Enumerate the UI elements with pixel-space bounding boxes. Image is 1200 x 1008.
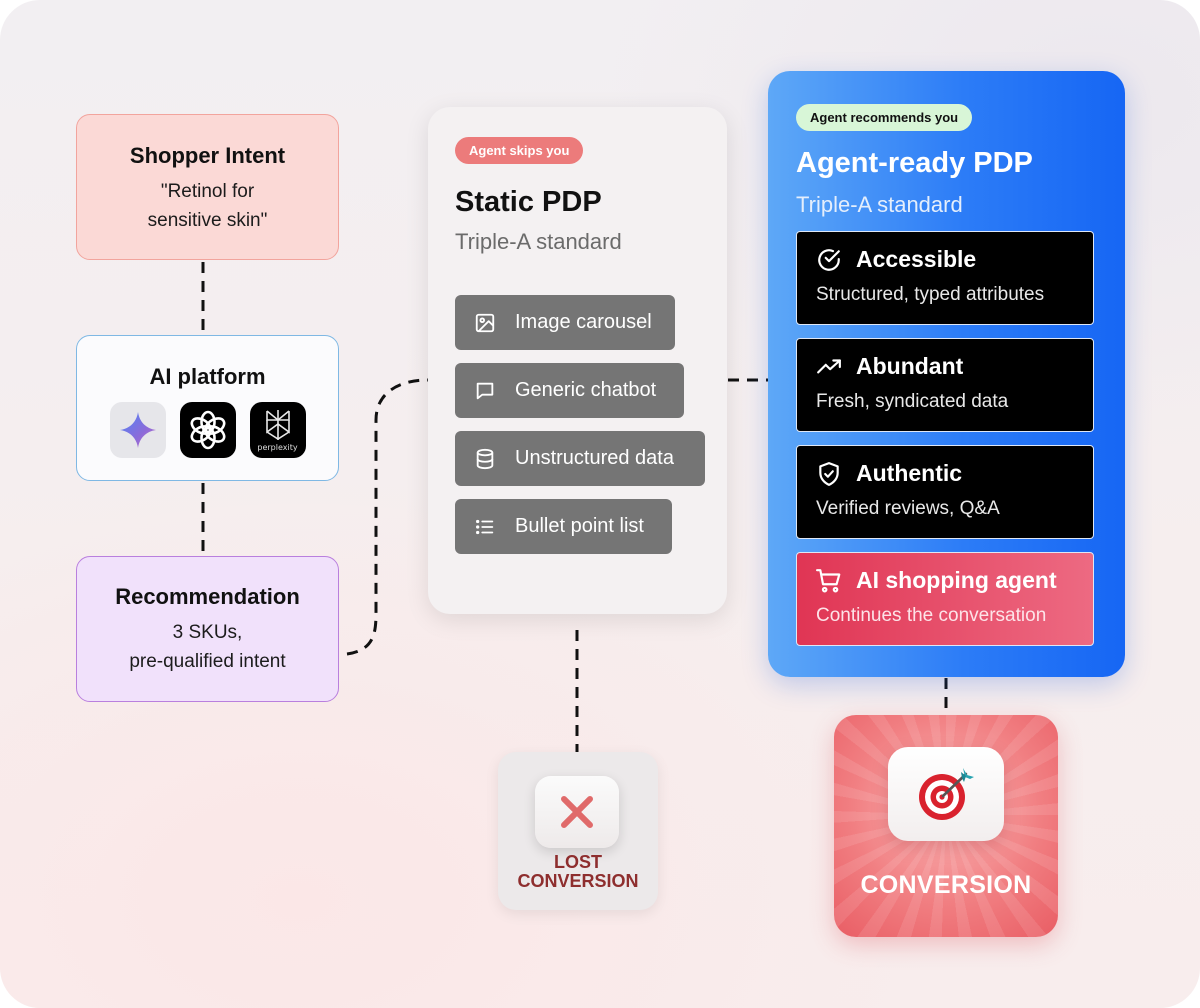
lost-conversion-tile: LOST CONVERSION xyxy=(498,752,658,910)
agent-ready-title: Agent-ready PDP xyxy=(796,147,1033,179)
lost-label-line2: CONVERSION xyxy=(517,871,639,891)
agent-ready-items: Accessible Structured, typed attributes … xyxy=(796,231,1094,659)
ai-platform-title: AI platform xyxy=(149,364,266,389)
agent-skips-badge: Agent skips you xyxy=(455,137,584,164)
perplexity-label: perplexity xyxy=(257,443,298,452)
pillar-desc: Fresh, syndicated data xyxy=(816,391,1009,412)
cart-icon xyxy=(816,568,842,594)
pillar-desc: Verified reviews, Q&A xyxy=(816,498,1000,519)
shopper-intent-text-line1: "Retinol for xyxy=(160,181,255,202)
target-dart-icon xyxy=(888,747,1004,841)
chat-bubble-icon xyxy=(473,379,497,403)
x-mark-icon xyxy=(535,776,619,848)
pillar-ai-shopping-agent: AI shopping agent Continues the conversa… xyxy=(796,552,1094,646)
list-icon xyxy=(473,515,497,539)
connector-recommendation-static xyxy=(346,378,429,656)
trending-up-icon xyxy=(816,354,842,380)
image-icon xyxy=(473,311,497,335)
pillar-desc: Continues the conversation xyxy=(816,605,1047,626)
static-pdp-title: Static PDP xyxy=(455,186,602,218)
pillar-title: Authentic xyxy=(856,460,963,486)
static-item-unstructured-data: Unstructured data xyxy=(455,431,705,486)
gemini-icon xyxy=(109,402,166,458)
shopper-intent-title: Shopper Intent xyxy=(129,143,286,168)
conversion-label: CONVERSION xyxy=(860,871,1032,899)
shield-check-icon xyxy=(816,461,842,487)
check-circle-icon xyxy=(816,247,842,273)
shopper-intent-text-line2: sensitive skin" xyxy=(147,210,268,231)
shopper-intent-box: Shopper Intent "Retinol for sensitive sk… xyxy=(76,114,339,260)
recommendation-box: Recommendation 3 SKUs, pre-qualified int… xyxy=(76,556,339,702)
static-pdp-subtitle: Triple-A standard xyxy=(455,229,622,254)
agent-recommends-badge: Agent recommends you xyxy=(796,104,973,131)
chatgpt-icon xyxy=(179,402,236,458)
perplexity-icon: perplexity xyxy=(249,402,306,458)
lost-label-line1: LOST xyxy=(554,852,602,872)
agent-ready-subtitle: Triple-A standard xyxy=(796,192,963,217)
pillar-desc: Structured, typed attributes xyxy=(816,284,1045,305)
static-item-bullet-point-list: Bullet point list xyxy=(455,499,672,554)
pillar-abundant: Abundant Fresh, syndicated data xyxy=(796,338,1094,432)
static-item-generic-chatbot: Generic chatbot xyxy=(455,363,684,418)
static-item-label: Generic chatbot xyxy=(515,379,657,401)
database-icon xyxy=(473,447,497,471)
static-item-label: Image carousel xyxy=(515,311,652,333)
ai-platform-icons: perplexity xyxy=(77,402,338,458)
pillar-title: AI shopping agent xyxy=(856,567,1057,593)
static-item-label: Unstructured data xyxy=(515,447,674,469)
pillar-authentic: Authentic Verified reviews, Q&A xyxy=(796,445,1094,539)
static-pdp-card: Agent skips you Static PDP Triple-A stan… xyxy=(428,107,727,614)
recommendation-text-line1: 3 SKUs, xyxy=(172,622,243,643)
recommendation-title: Recommendation xyxy=(115,584,300,609)
pillar-title: Accessible xyxy=(856,246,977,272)
pillar-title: Abundant xyxy=(856,353,964,379)
recommendation-text-line2: pre-qualified intent xyxy=(129,651,286,672)
lost-conversion-label: LOST CONVERSION xyxy=(498,853,658,891)
agent-ready-pdp-card: Agent recommends you Agent-ready PDP Tri… xyxy=(768,71,1125,677)
static-item-label: Bullet point list xyxy=(515,515,644,537)
conversion-tile: CONVERSION xyxy=(834,715,1058,937)
ai-platform-box: AI platform xyxy=(76,335,339,481)
pillar-accessible: Accessible Structured, typed attributes xyxy=(796,231,1094,325)
static-pdp-items: Image carousel Generic chatbot Unstructu… xyxy=(455,295,727,554)
static-item-image-carousel: Image carousel xyxy=(455,295,675,350)
